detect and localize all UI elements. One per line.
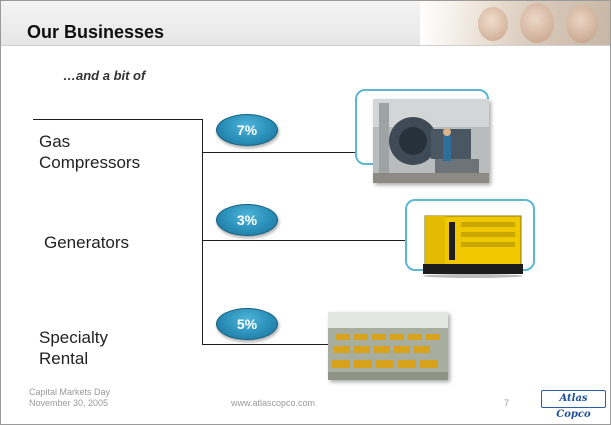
connector-generators [202,240,407,241]
footer-url: www.atlascopco.com [231,398,316,408]
vertical-connector [202,119,203,345]
page-number: 7 [504,398,510,408]
share-badge-gas-compressors: 7% [216,114,278,146]
business-label-gas-compressors: Gas Compressors [39,132,141,172]
atlas-copco-logo: Atlas Copco [541,390,606,420]
connector-specialty-rental [202,344,330,345]
top-rule [33,119,203,120]
share-badge-generators: 3% [216,204,278,236]
business-label-specialty-rental: Specialty Rental [39,328,108,368]
connector-gas-compressors [202,152,360,153]
header-people-photo [420,1,610,45]
generator-photo [421,208,525,278]
slide-title: Our Businesses [27,22,165,42]
gas-compressor-photo [373,99,489,183]
business-label-generators: Generators [44,233,130,252]
slide-header: Our Businesses [1,1,610,46]
slide-subtitle: …and a bit of [63,68,146,83]
share-badge-specialty-rental: 5% [216,308,278,340]
footer-event: Capital Markets Day November 30, 2005 [29,387,111,408]
rental-yard-photo [328,312,448,380]
